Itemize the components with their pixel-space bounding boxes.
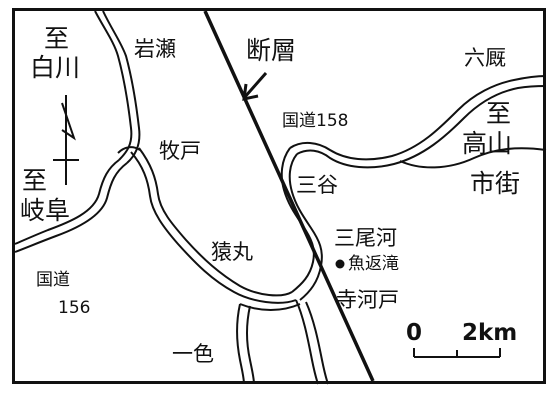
scale-zero-label: 0 bbox=[406, 320, 423, 346]
fault-line bbox=[203, 10, 375, 382]
label-makido: 牧戸 bbox=[159, 139, 201, 163]
label-isshiki: 一色 bbox=[172, 342, 214, 366]
scale-distance-label: 2km bbox=[462, 320, 518, 346]
label-route-158: 国道158 bbox=[282, 111, 349, 131]
map-frame bbox=[12, 8, 546, 384]
north-arrow-icon bbox=[53, 95, 79, 185]
label-to-gifu-to: 至 bbox=[22, 166, 48, 195]
label-mioko: 三尾河 bbox=[334, 226, 397, 250]
label-takayama-district: 市街 bbox=[470, 169, 521, 198]
label-uogaeri-falls: 魚返滝 bbox=[348, 254, 399, 274]
label-sarumaru: 猿丸 bbox=[211, 240, 253, 264]
label-shirakawa: 白川 bbox=[30, 53, 81, 82]
label-fault: 断層 bbox=[246, 36, 297, 65]
label-gifu: 岐阜 bbox=[20, 196, 71, 225]
label-to-takayama-to: 至 bbox=[486, 99, 512, 128]
label-takayama: 高山 bbox=[462, 129, 513, 158]
label-rokuumaya: 六厩 bbox=[464, 46, 506, 70]
label-to-shirakawa-to: 至 bbox=[44, 24, 70, 53]
label-mitani: 三谷 bbox=[296, 173, 338, 197]
road-network bbox=[14, 10, 547, 385]
label-teragodo: 寺河戸 bbox=[336, 288, 399, 312]
fault-arrow-icon bbox=[242, 72, 268, 101]
waterfall-marker-icon bbox=[335, 259, 345, 269]
label-route-156-number: 156 bbox=[58, 298, 91, 318]
scale-bar bbox=[413, 348, 501, 358]
label-route-156-name: 国道 bbox=[36, 270, 70, 290]
label-iwase: 岩瀬 bbox=[134, 37, 176, 61]
